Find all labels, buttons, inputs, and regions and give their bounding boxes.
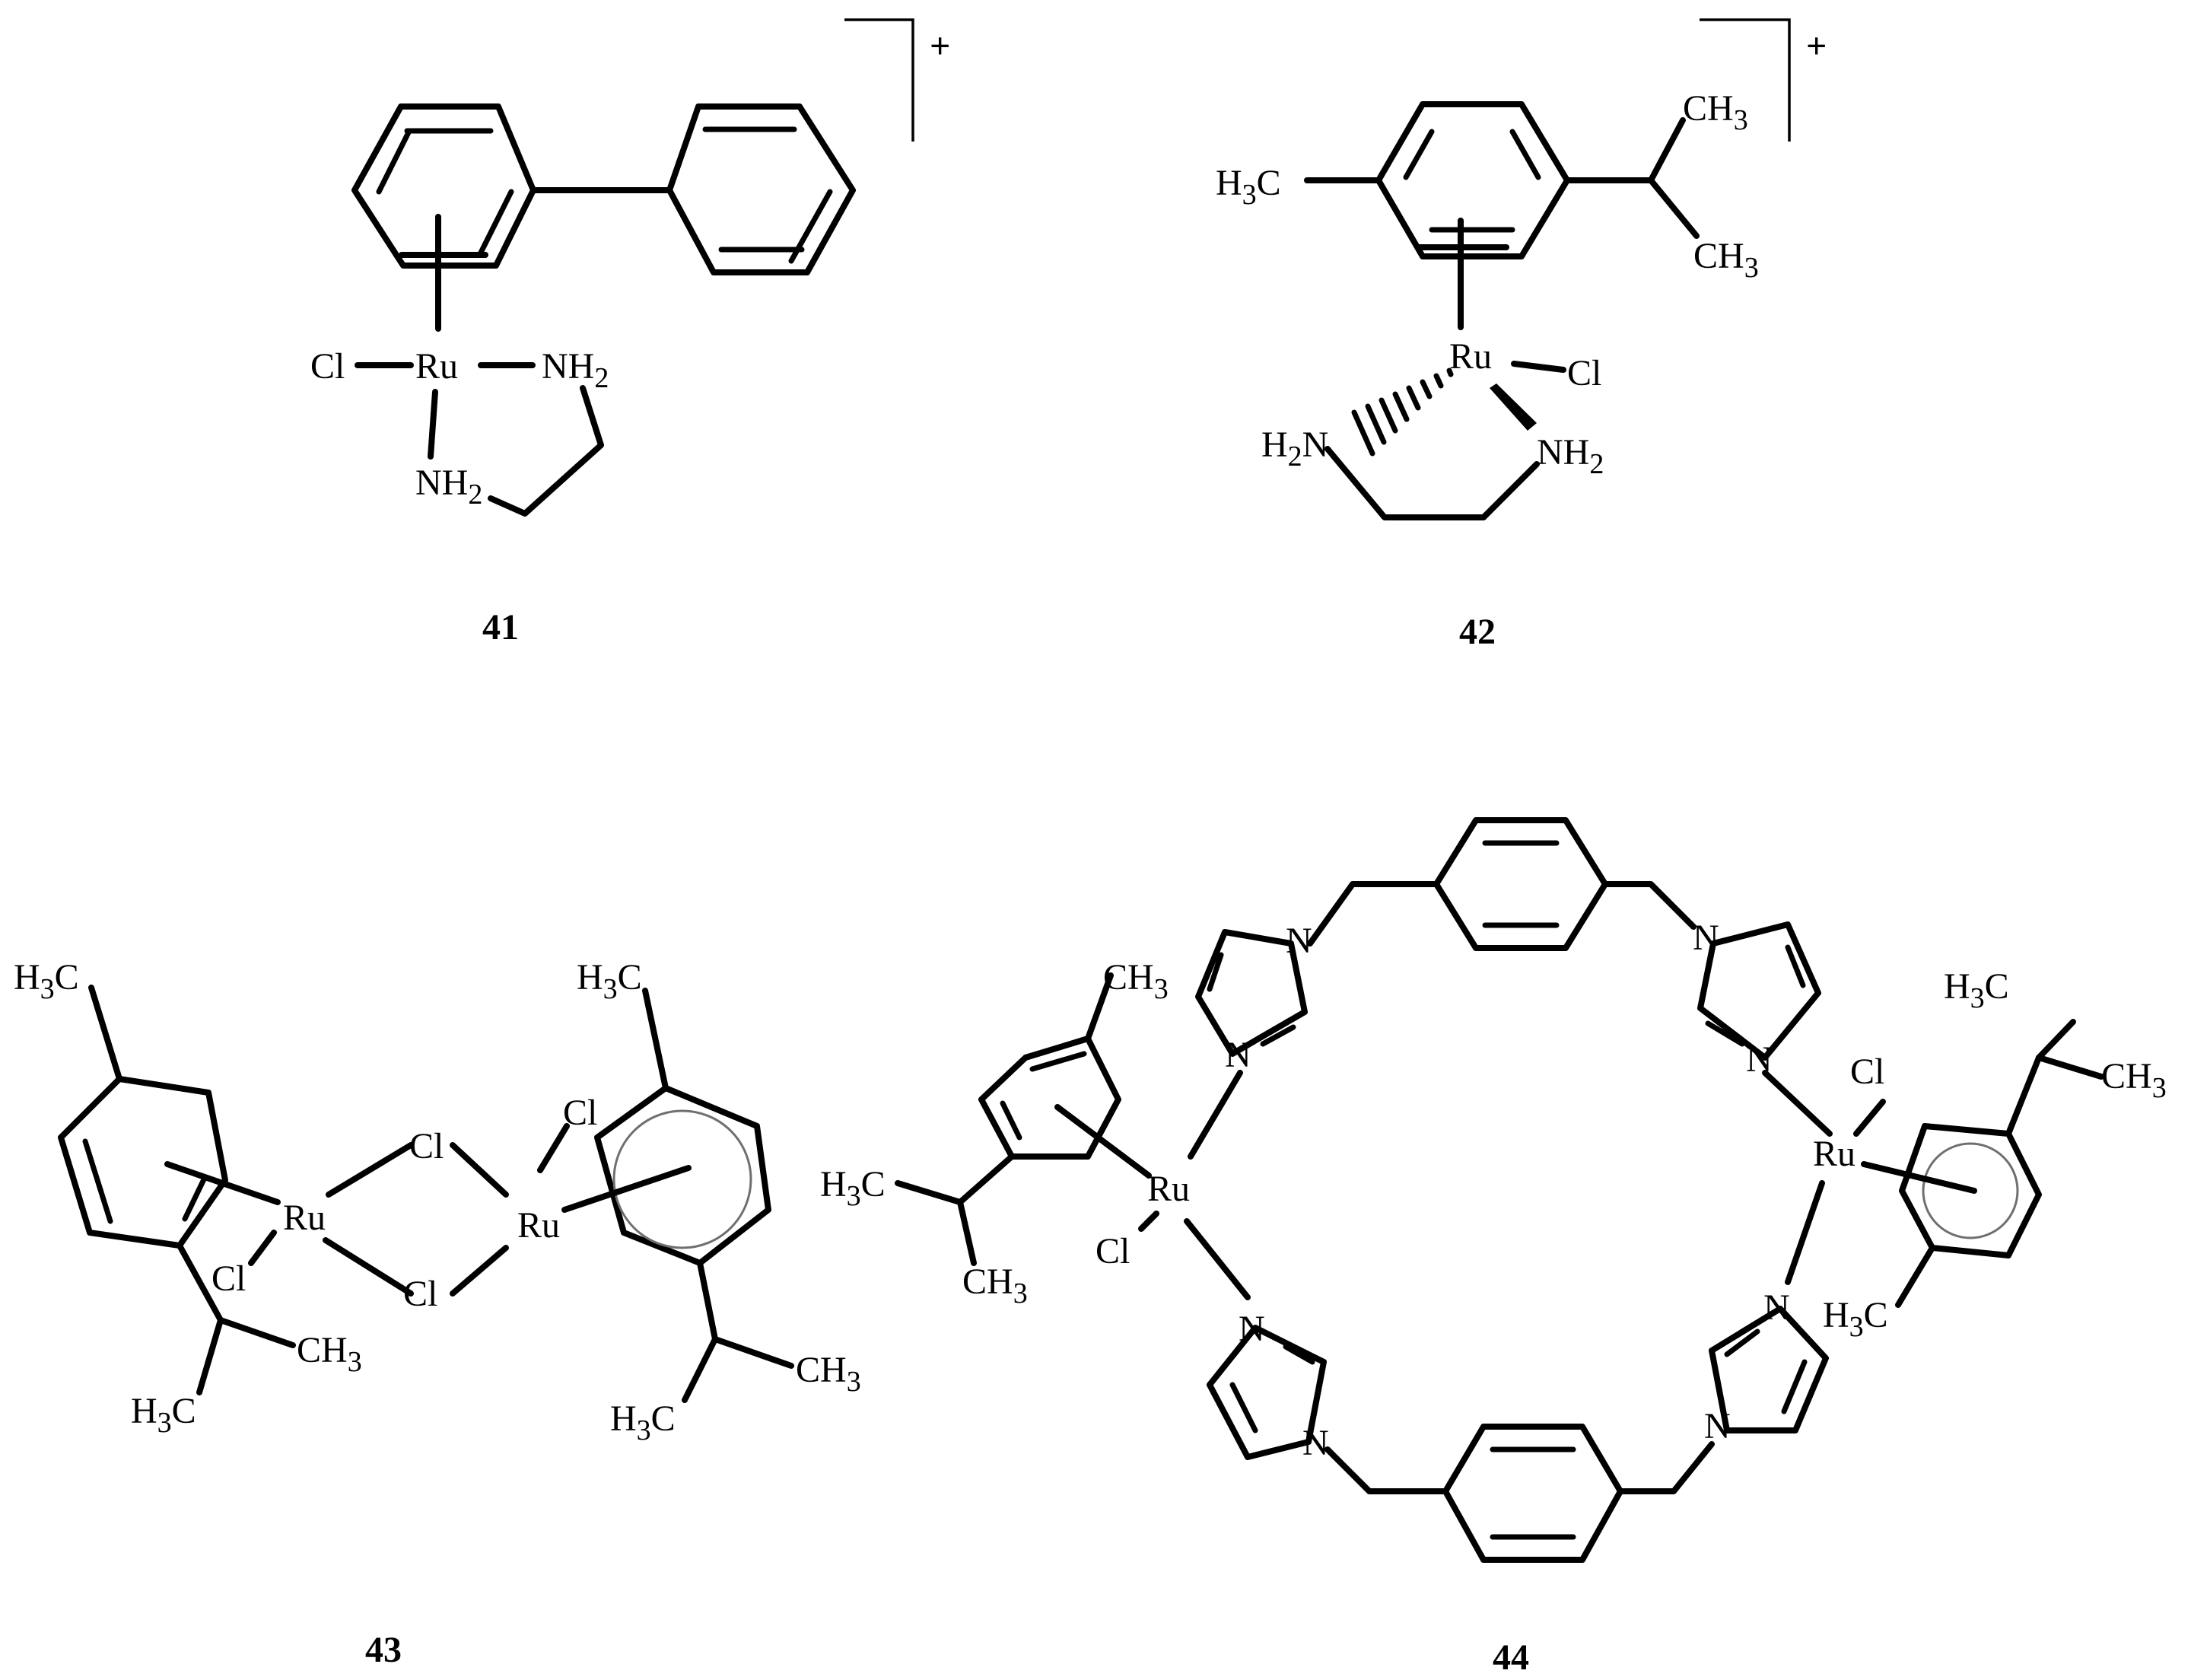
ruthenium-label: Ru [1449,336,1492,377]
methyl-label: CH3 [1683,88,1748,136]
methyl-label: H3C [131,1391,196,1439]
charge-label: + [1806,26,1827,66]
arene-ring-42 [1375,101,1570,259]
wedge-bond [1490,383,1537,431]
imidazole-ring [1697,921,1821,1061]
methyl-label: H3C [610,1398,676,1446]
ruthenium-label: Ru [283,1198,326,1238]
methyl-label: CH3 [796,1350,861,1398]
chloride-label: Cl [563,1093,597,1133]
chloride-label: Cl [403,1274,437,1314]
methyl-label: H3C [1944,966,2009,1014]
imidazole-ring [1195,929,1308,1057]
compound-number: 42 [1459,612,1496,652]
nitrogen-label: N [1239,1309,1265,1349]
compound-44: Ru Ru Cl Cl N N N N N N N N CH3 H3C CH3 … [820,817,2167,1678]
ruthenium-label: Ru [1147,1169,1190,1209]
xylyl-ring-bottom [1442,1424,1623,1563]
compound-43: Ru Ru Cl Cl Cl Cl H3C H3C CH3 H3C CH3 H3… [14,957,861,1670]
amine-label: H2N [1261,425,1328,473]
methyl-label: H3C [1216,163,1281,211]
nitrogen-label: N [1225,1035,1251,1075]
chloride-label: Cl [310,346,345,387]
compound-number: 41 [482,607,519,648]
nitrogen-label: N [1763,1287,1790,1328]
methyl-label: CH3 [962,1262,1028,1309]
chloride-label: Cl [409,1126,444,1166]
methyl-label: CH3 [1693,236,1759,284]
methyl-label: H3C [1823,1295,1888,1343]
phenyl-ring-41a [351,103,536,269]
arene-ring-43a [58,1076,228,1249]
compound-42: Ru Cl H2N NH2 H3C CH3 CH3 + 42 [1216,18,1827,652]
compound-number: 44 [1493,1637,1529,1678]
charge-bracket [844,18,914,142]
charge-label: + [930,26,950,66]
ruthenium-label: Ru [1813,1134,1856,1174]
amine-label: NH2 [415,463,482,511]
ruthenium-label: Ru [517,1205,560,1246]
amine-label: NH2 [542,346,609,394]
chloride-label: Cl [1096,1231,1130,1271]
nitrogen-label: N [1286,921,1312,961]
compound-41: Ru Cl NH2 NH2 + 41 [310,18,950,648]
amine-label: NH2 [1537,432,1604,480]
nitrogen-label: N [1693,918,1719,958]
ruthenium-label: Ru [415,346,458,387]
charge-bracket [1700,18,1791,142]
methyl-label: H3C [14,957,79,1005]
aromatic-circle [612,1109,752,1249]
nitrogen-label: N [1746,1039,1773,1080]
nitrogen-label: N [1302,1423,1329,1463]
chloride-label: Cl [1567,353,1601,393]
imidazole-ring [1207,1325,1327,1460]
nitrogen-label: N [1704,1406,1731,1446]
aromatic-circle [1922,1142,2019,1239]
methyl-label: CH3 [1103,957,1169,1005]
methyl-label: H3C [577,957,642,1005]
methyl-label: H3C [820,1164,886,1212]
methyl-label: CH3 [2101,1056,2167,1104]
arene-ring-43b [594,1085,771,1266]
chloride-label: Cl [1850,1052,1884,1092]
imidazole-ring [1709,1306,1829,1433]
chloride-label: Cl [211,1258,246,1299]
methyl-label: CH3 [297,1330,362,1378]
xylyl-ring-top [1433,817,1608,951]
compound-number: 43 [365,1630,402,1670]
